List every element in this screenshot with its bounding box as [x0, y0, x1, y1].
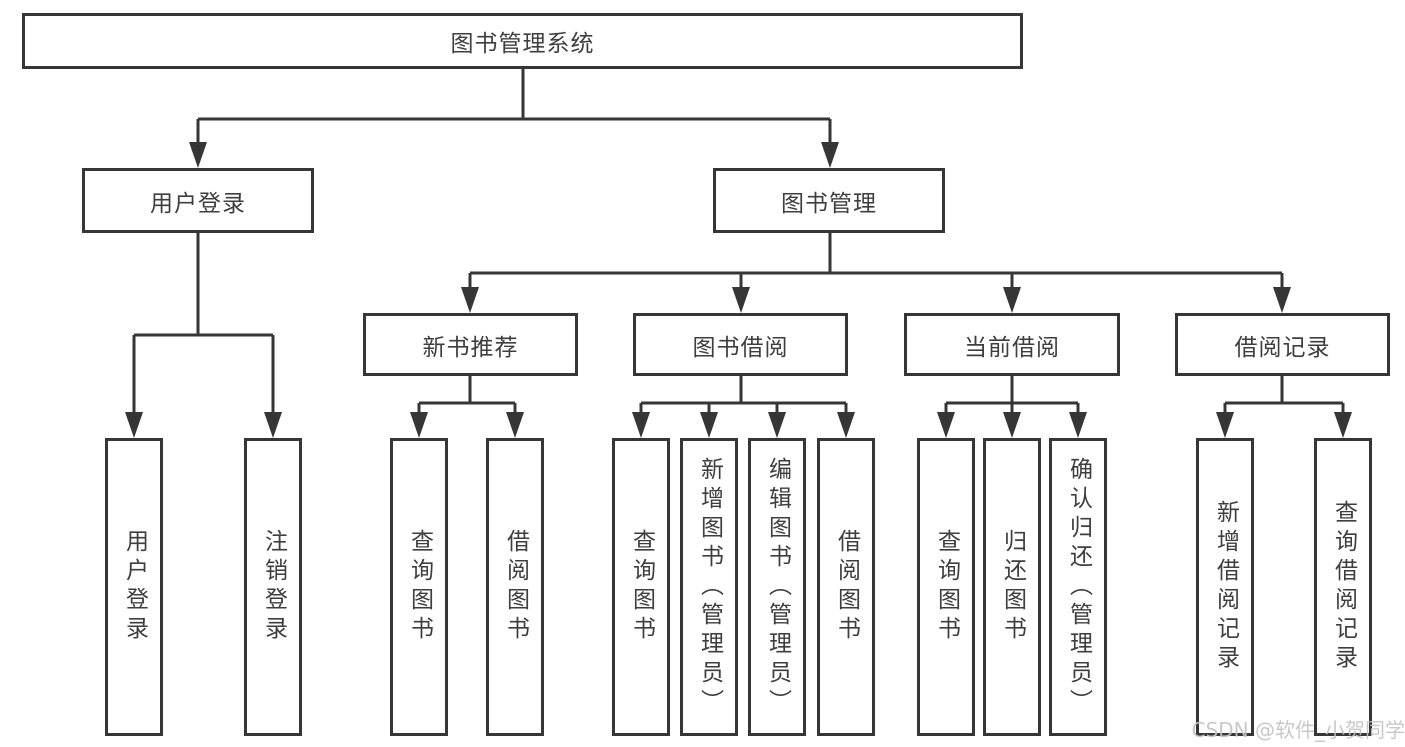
node-new-book-recommend: 新书推荐 [363, 313, 578, 376]
node-leaf-user-login-label: 用户登录 [121, 529, 148, 645]
arrowheads [125, 142, 1352, 438]
node-leaf-confirm-return-admin: 确认归还（管理员） [1049, 438, 1107, 736]
node-leaf-add-book-admin-label: 新增图书（管理员） [696, 456, 723, 718]
node-new-book-recommend-label: 新书推荐 [422, 334, 519, 361]
node-leaf-logout: 注销登录 [244, 438, 302, 736]
node-leaf-query-book-3-label: 查询图书 [933, 529, 960, 645]
node-borrow-record: 借阅记录 [1175, 313, 1390, 376]
node-leaf-logout-label: 注销登录 [260, 529, 287, 645]
node-user-login: 用户登录 [82, 168, 314, 233]
node-current-borrow-label: 当前借阅 [964, 334, 1060, 361]
csdn-watermark: CSDN @软件_小贺同学 [1191, 718, 1405, 742]
node-borrow-record-label: 借阅记录 [1234, 334, 1331, 361]
node-leaf-query-book-2: 查询图书 [612, 438, 670, 736]
node-book-management-label: 图书管理 [781, 190, 877, 217]
node-leaf-query-book-1: 查询图书 [390, 438, 448, 736]
node-leaf-edit-book-admin-label: 编辑图书（管理员） [764, 456, 791, 718]
node-root-label: 图书管理系统 [450, 31, 595, 57]
node-leaf-return-book: 归还图书 [983, 438, 1041, 736]
node-book-borrow: 图书借阅 [633, 313, 848, 376]
node-leaf-edit-book-admin: 编辑图书（管理员） [748, 438, 806, 736]
node-book-management: 图书管理 [713, 168, 945, 233]
node-user-login-label: 用户登录 [150, 190, 246, 217]
node-leaf-add-book-admin: 新增图书（管理员） [680, 438, 738, 736]
node-leaf-confirm-return-admin-label: 确认归还（管理员） [1065, 456, 1092, 718]
node-leaf-query-book-2-label: 查询图书 [628, 529, 655, 645]
node-leaf-query-borrow-record: 查询借阅记录 [1314, 438, 1372, 736]
node-leaf-add-borrow-record: 新增借阅记录 [1196, 438, 1254, 736]
node-leaf-borrow-book-1-label: 借阅图书 [502, 529, 529, 645]
node-leaf-add-borrow-record-label: 新增借阅记录 [1212, 500, 1239, 674]
node-current-borrow: 当前借阅 [904, 313, 1120, 376]
node-root: 图书管理系统 [22, 13, 1023, 69]
node-leaf-query-borrow-record-label: 查询借阅记录 [1330, 500, 1357, 674]
node-book-borrow-label: 图书借阅 [692, 334, 789, 361]
node-leaf-query-book-3: 查询图书 [917, 438, 975, 736]
node-leaf-query-book-1-label: 查询图书 [406, 529, 433, 645]
node-leaf-user-login: 用户登录 [105, 438, 163, 736]
node-leaf-borrow-book-2: 借阅图书 [817, 438, 875, 736]
node-leaf-borrow-book-1: 借阅图书 [486, 438, 544, 736]
node-leaf-return-book-label: 归还图书 [999, 529, 1026, 645]
node-leaf-borrow-book-2-label: 借阅图书 [833, 529, 860, 645]
